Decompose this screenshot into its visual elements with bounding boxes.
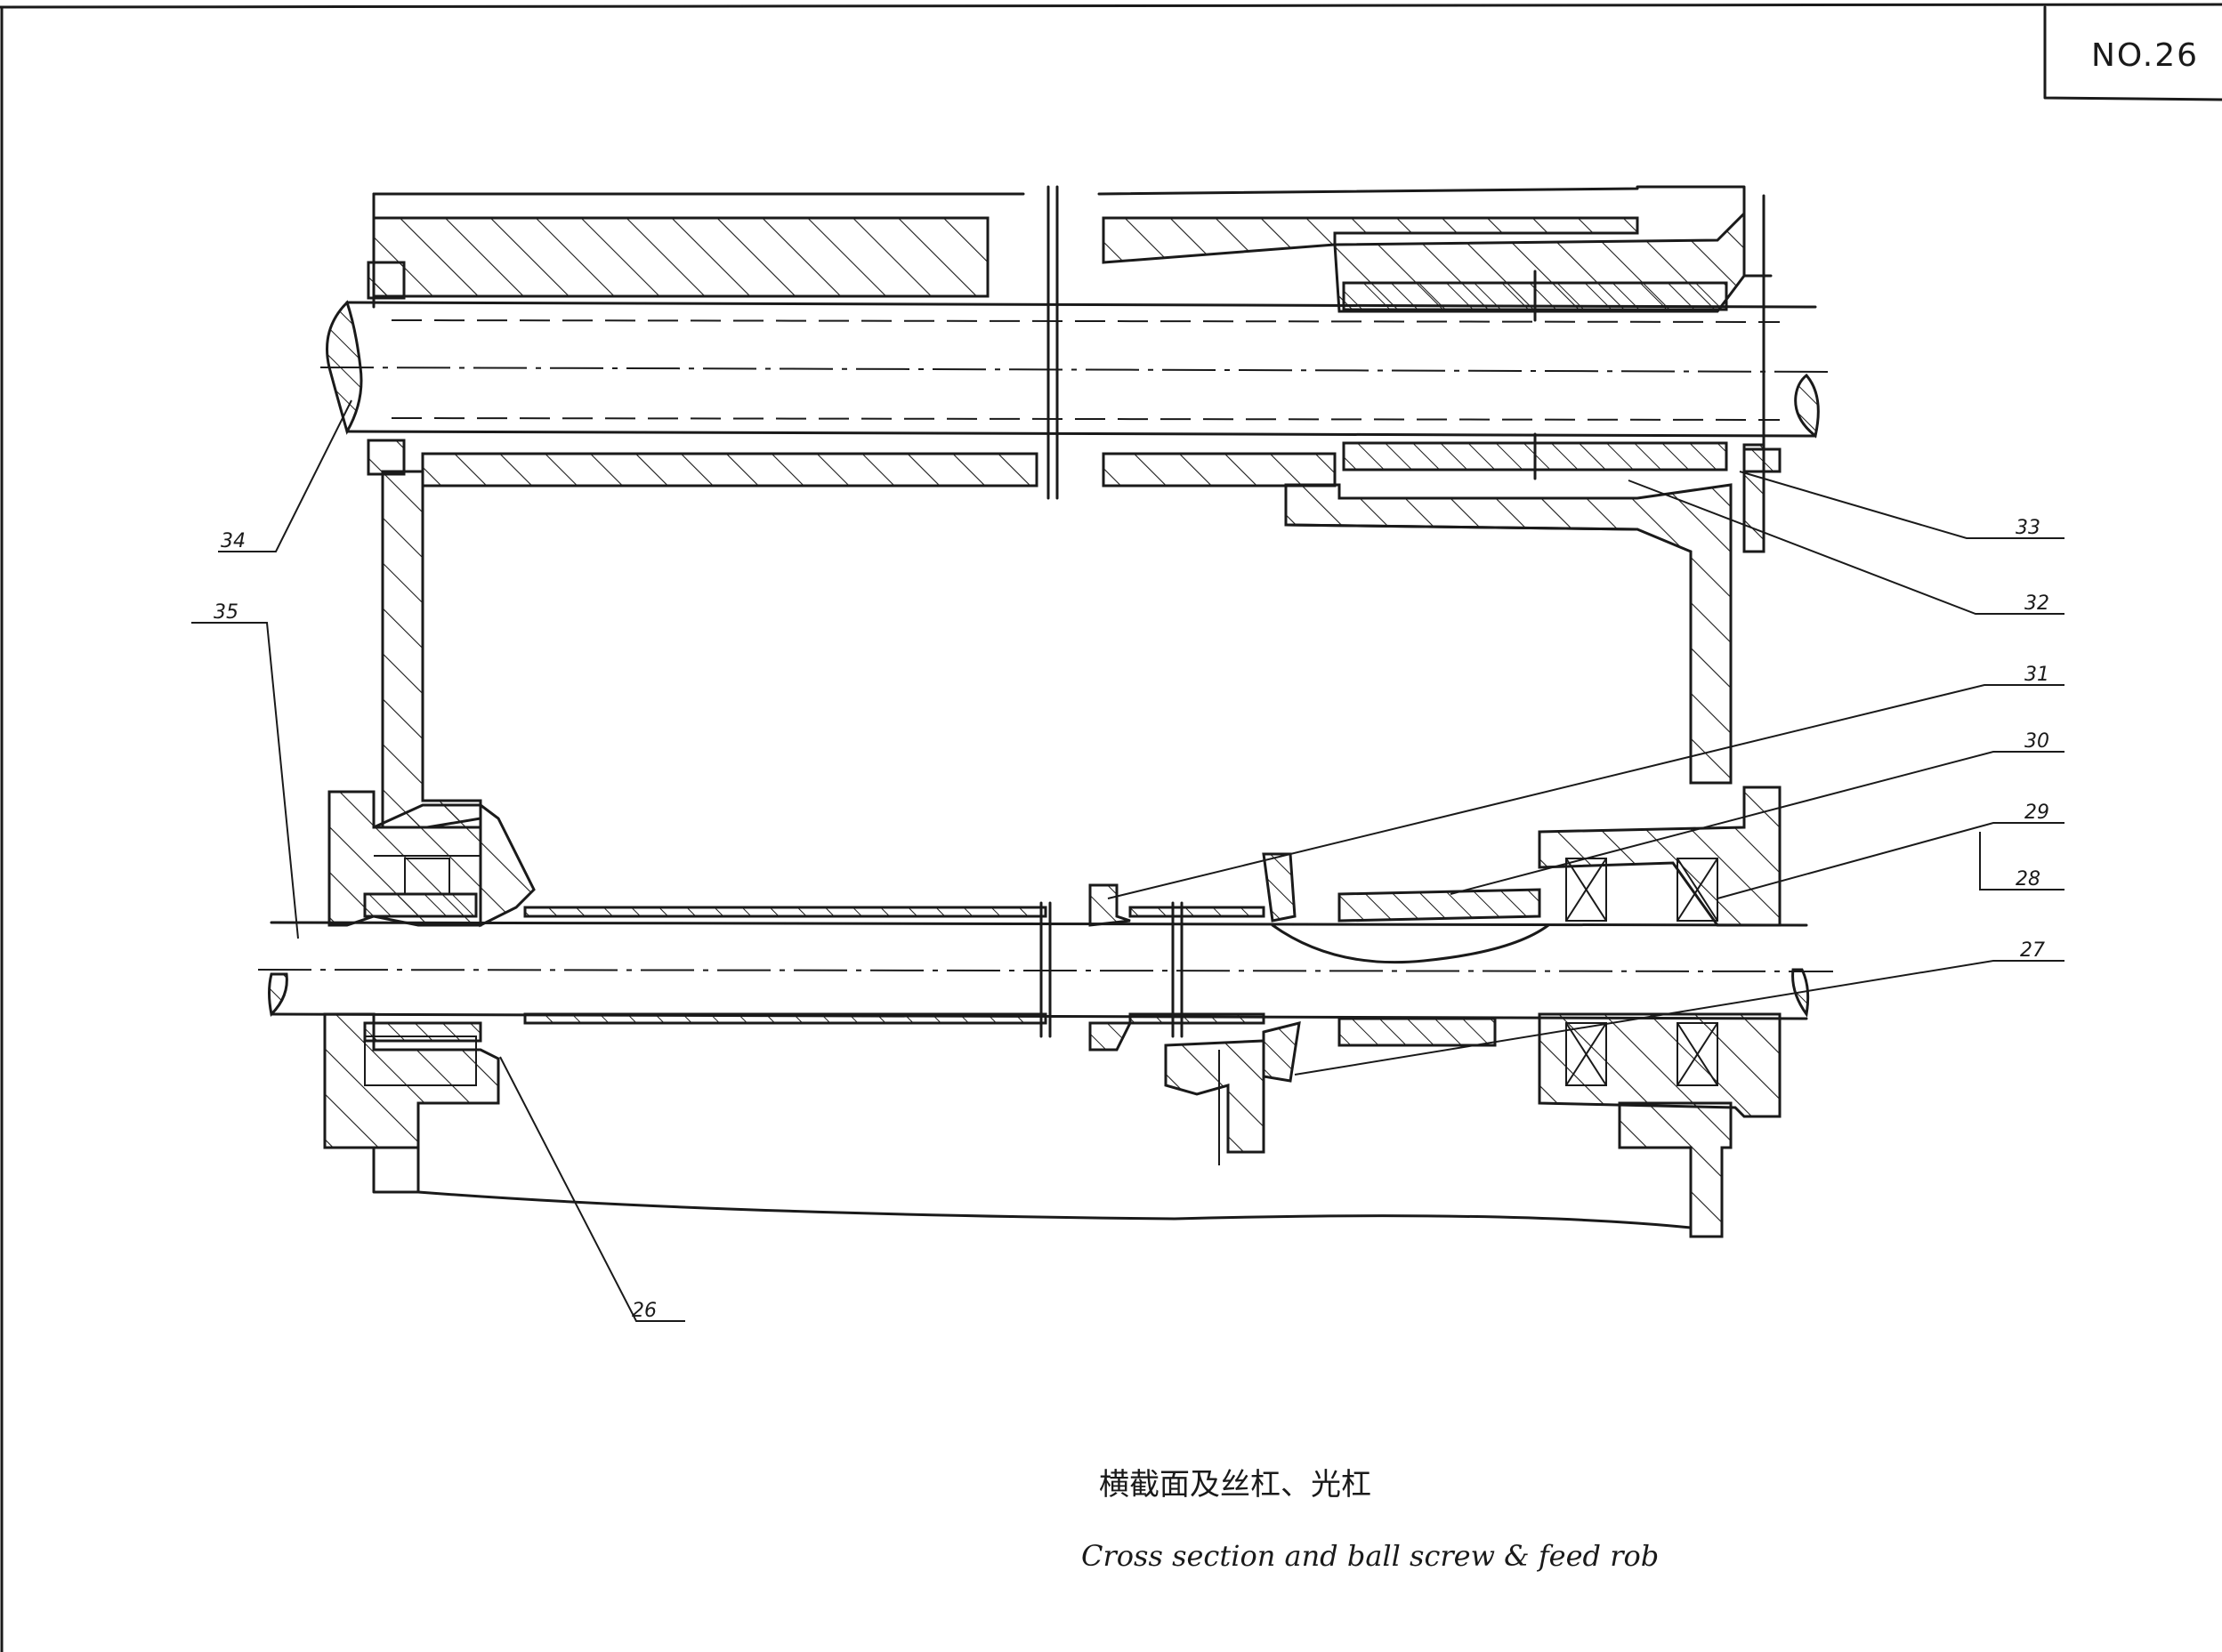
label-27: 27: [2020, 939, 2045, 962]
ball-screw-shaft: [319, 300, 1834, 439]
feed-rod-shaft: [257, 901, 1834, 1038]
label-32: 32: [2024, 592, 2049, 615]
label-29: 29: [2024, 802, 2049, 824]
label-34: 34: [221, 530, 246, 552]
caption-english: Cross section and ball screw & feed rob: [1081, 1539, 1659, 1573]
caption: 横截面及丝杠、光杠 Cross section and ball screw &…: [1081, 1467, 1659, 1573]
label-35: 35: [214, 601, 238, 624]
lower-housing: [323, 786, 1782, 1238]
label-33: 33: [2016, 517, 2040, 539]
sheet-number: NO.26: [2091, 37, 2199, 74]
leader-lines: [191, 399, 2064, 1322]
label-31: 31: [2024, 664, 2049, 686]
label-26: 26: [632, 1300, 657, 1322]
ball-nut: [1342, 270, 1782, 480]
label-28: 28: [2016, 868, 2040, 890]
sheet-number-box: NO.26: [2043, 5, 2222, 101]
sheet-border: [0, 3, 2222, 1652]
upper-housing: [367, 185, 1773, 829]
part-labels: 26 27 28 29 30 31 32 33 34 35: [214, 517, 2049, 1322]
caption-chinese: 横截面及丝杠、光杠: [1099, 1467, 1371, 1503]
label-30: 30: [2024, 730, 2049, 753]
